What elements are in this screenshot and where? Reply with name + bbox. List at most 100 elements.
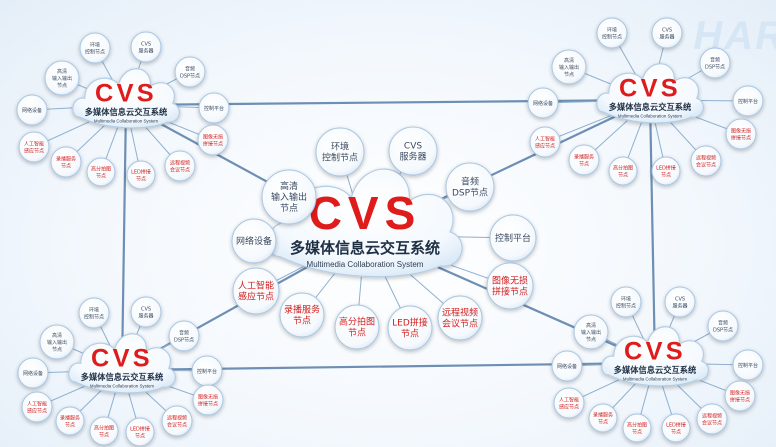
- node-label: 录播服务: [574, 153, 594, 160]
- node-circle: [651, 17, 683, 49]
- node-label: 网络设备: [557, 363, 577, 370]
- node-label: 网络设备: [23, 370, 43, 377]
- backbone-link-top-left-bottom-left: [120, 104, 128, 371]
- node-label: 高清: [586, 322, 596, 329]
- system-title-en: Multimedia Collaboration System: [94, 119, 159, 124]
- node-circle: [651, 156, 681, 186]
- node-label: 人工智能: [24, 140, 44, 147]
- node-label: 环境: [607, 26, 617, 33]
- node-circle: [334, 304, 380, 350]
- node-label: 控制节点: [85, 48, 105, 55]
- node-circle: [527, 87, 559, 119]
- node-circle: [126, 160, 156, 190]
- node-circle: [18, 131, 50, 163]
- node-label: 拼接节点: [492, 286, 528, 298]
- node-label: 节点: [61, 163, 71, 169]
- system-title-cn: 多媒体信息云交互系统: [614, 365, 697, 375]
- node-label: 节点: [598, 419, 608, 425]
- node-circle: [198, 92, 230, 124]
- node-label: 音频: [718, 319, 728, 326]
- node-circle: [551, 350, 583, 382]
- node-label: DSP节点: [452, 188, 488, 199]
- node-label: LED拼接: [666, 421, 686, 428]
- node-label: 节点: [586, 337, 596, 343]
- node-circle: [699, 47, 731, 79]
- node-label: 输入输出: [52, 75, 72, 82]
- node-circle: [568, 144, 600, 176]
- node-label: 控制平台: [738, 362, 758, 369]
- node-label: 感应节点: [238, 291, 274, 303]
- node-label: 高清: [564, 57, 574, 64]
- node-label: 会议节点: [702, 419, 722, 426]
- node-label: 录播服务: [60, 414, 80, 421]
- node-label: 控制节点: [84, 313, 104, 320]
- node-circle: [78, 297, 110, 329]
- node-label: 节点: [671, 429, 681, 435]
- node-bubble: 控制平台: [489, 214, 537, 262]
- node-label: 高清: [52, 332, 62, 339]
- cloud-shape: [596, 63, 704, 124]
- node-circle: [388, 126, 438, 176]
- node-label: DSP节点: [705, 64, 725, 70]
- node-circle: [707, 310, 739, 342]
- node-label: 音频: [710, 56, 720, 63]
- node-label: 人工智能: [535, 135, 555, 142]
- node-label: 服务器: [138, 47, 153, 54]
- node-label: 节点: [618, 172, 628, 178]
- node-circle: [732, 349, 764, 381]
- node-circle: [529, 126, 561, 158]
- node-label: 图像无损: [203, 133, 223, 140]
- cloud-shape: [68, 333, 176, 394]
- node-circle: [489, 214, 537, 262]
- node-circle: [130, 296, 162, 328]
- node-label: 输入输出: [271, 191, 307, 203]
- node-label: 拼接节点: [203, 140, 223, 147]
- system-title-cn: 多媒体信息云交互系统: [81, 372, 164, 382]
- node-label: 图像无损: [731, 127, 751, 134]
- node-label: 图像无损: [198, 393, 218, 400]
- node-circle: [610, 286, 642, 318]
- node-label: LED拼接: [130, 425, 150, 432]
- node-label: 音频: [461, 176, 479, 188]
- node-circle: [596, 17, 628, 49]
- node-label: 高分拍图: [94, 424, 114, 431]
- node-circle: [387, 305, 433, 351]
- node-label: 服务器: [659, 33, 674, 40]
- node-label: 控制平台: [738, 98, 758, 105]
- node-circle: [192, 384, 224, 416]
- node-label: 节点: [632, 429, 642, 435]
- node-circle: [553, 387, 585, 419]
- node-label: 录播服务: [593, 411, 613, 418]
- system-title-en: Multimedia Collaboration System: [618, 114, 683, 119]
- node-label: LED拼接: [392, 317, 428, 329]
- node-bubble: 网络设备: [17, 357, 49, 389]
- node-circle: [551, 49, 587, 85]
- node-label: 高分拍图: [91, 165, 111, 172]
- node-label: 会议节点: [442, 318, 478, 330]
- node-label: 高分拍图: [613, 164, 633, 171]
- node-label: 服务器: [399, 151, 426, 163]
- node-label: 远程视频: [442, 307, 478, 319]
- node-label: 节点: [280, 203, 298, 214]
- node-label: 人工智能: [238, 280, 274, 292]
- cloud-shape: [72, 68, 180, 129]
- node-circle: [232, 267, 280, 315]
- node-circle: [261, 169, 317, 225]
